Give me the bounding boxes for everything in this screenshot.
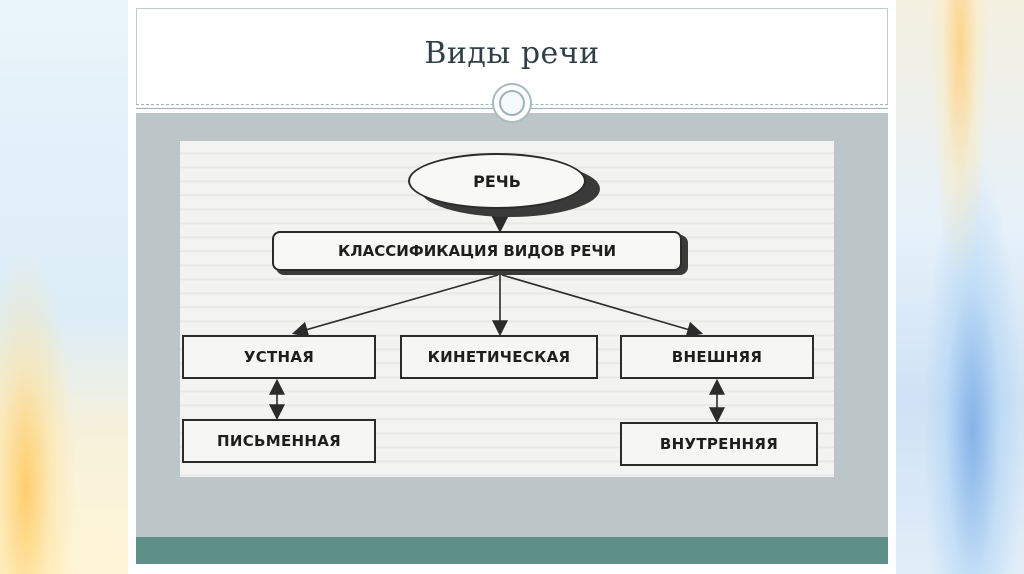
root-node: РЕЧЬ bbox=[408, 153, 586, 209]
node-kineticheskaya: КИНЕТИЧЕСКАЯ bbox=[400, 335, 598, 379]
node-ustnaya: УСТНАЯ bbox=[182, 335, 376, 379]
background-right-decoration bbox=[896, 0, 1024, 574]
node-vnutrennyaya: ВНУТРЕННЯЯ bbox=[620, 422, 818, 466]
arrow-classification-to-vneshnyaya bbox=[502, 275, 700, 333]
background-left-decoration bbox=[0, 0, 128, 574]
node-pismennaya: ПИСЬМЕННАЯ bbox=[182, 419, 376, 463]
slide-title: Виды речи bbox=[128, 36, 896, 71]
node-vneshnyaya: ВНЕШНЯЯ bbox=[620, 335, 814, 379]
arrow-classification-to-ustnaya bbox=[295, 275, 498, 333]
speech-types-diagram: РЕЧЬ КЛАССИФИКАЦИЯ ВИДОВ РЕЧИ УСТНАЯ КИН… bbox=[180, 141, 834, 477]
circle-ornament-icon bbox=[492, 83, 532, 123]
footer-band bbox=[136, 537, 888, 564]
classification-node: КЛАССИФИКАЦИЯ ВИДОВ РЕЧИ bbox=[272, 231, 682, 271]
